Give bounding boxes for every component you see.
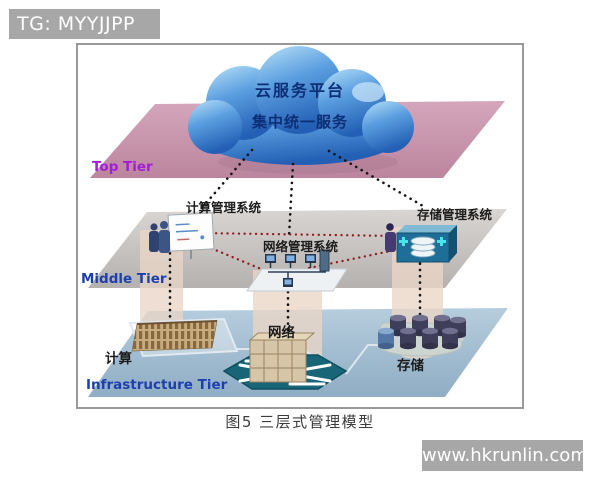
server-tower-icon — [319, 249, 330, 272]
person-icon — [150, 223, 158, 231]
storage-management-label: 存储管理系统 — [416, 207, 493, 222]
dotted-connector-cloud-network — [287, 162, 295, 238]
compute-management-icon — [149, 212, 215, 259]
cloud-shape — [188, 46, 414, 165]
cloud-subtitle: 集中统一服务 — [251, 113, 348, 131]
pillar-compute — [140, 230, 183, 348]
compute-resource-label: 计算 — [105, 350, 132, 367]
server-racks-icon — [128, 317, 239, 358]
sync-arrows-icon — [399, 237, 446, 246]
telegram-watermark-badge: TG: MYYJJPP — [9, 9, 160, 39]
network-management-label: 网络管理系统 — [263, 239, 339, 254]
dotted-connector-cloud-storage — [327, 149, 425, 208]
network-resource-label: 网络 — [268, 324, 295, 341]
website-watermark-badge: www.hkrunlin.com — [422, 440, 588, 471]
storage-resource-label: 存储 — [397, 357, 424, 374]
infra-link-right — [345, 344, 380, 375]
cloud-connectors — [168, 148, 425, 344]
storage-management-icon — [385, 223, 457, 263]
disk-cylinders — [378, 314, 466, 350]
compute-management-label: 计算管理系统 — [186, 200, 262, 215]
red-connector-compute-storage — [197, 231, 399, 238]
network-management-icon — [246, 249, 348, 292]
infrastructure-tier-label: Infrastructure Tier — [86, 377, 228, 393]
person-icon — [386, 223, 394, 231]
person-icon — [160, 221, 168, 229]
top-tier-label: Top Tier — [92, 159, 153, 175]
disk-stack-icon — [410, 236, 436, 258]
figure-caption: 图5 三层式管理模型 — [225, 413, 375, 431]
middle-tier-label: Middle Tier — [81, 271, 167, 287]
disk-array-icon — [377, 314, 466, 357]
cloud-title: 云服务平台 — [255, 81, 345, 100]
crate-stack-icon — [248, 332, 316, 383]
monitor-icon — [265, 254, 316, 268]
dotted-connector-cloud-compute — [199, 148, 254, 211]
